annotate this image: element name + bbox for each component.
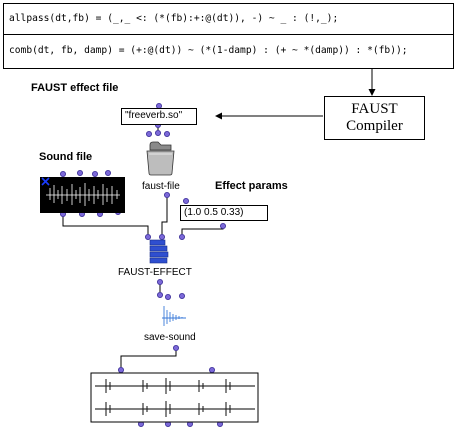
cord-save-to-output — [120, 348, 177, 370]
close-icon[interactable] — [41, 177, 50, 186]
waveform-icon[interactable] — [162, 306, 186, 326]
code-divider — [4, 34, 453, 35]
compiler-label-line2: Compiler — [346, 118, 403, 134]
faust-file-label: faust-file — [142, 181, 180, 192]
cord-file-to-effect — [161, 195, 168, 237]
code-line-comb: comb(dt, fb, damp) = (+:@(dt)) ~ (*(1-da… — [9, 45, 408, 56]
filename-box[interactable]: "freeverb.so" — [121, 108, 197, 125]
output-sound-waveform[interactable] — [90, 372, 259, 423]
faust-effect-file-heading: FAUST effect file — [31, 82, 119, 94]
sound-file-heading: Sound file — [39, 151, 93, 163]
stack-icon[interactable] — [149, 239, 169, 264]
input-sound-waveform[interactable] — [40, 177, 125, 213]
cord-params-to-effect — [181, 226, 224, 237]
folder-icon[interactable] — [146, 141, 175, 176]
faust-compiler-box: FAUST Compiler — [324, 96, 425, 140]
faust-effect-label: FAUST-EFFECT — [118, 267, 192, 278]
effect-params-heading: Effect params — [215, 180, 288, 192]
port-dots[interactable] — [60, 103, 226, 427]
effect-params-box[interactable]: (1.0 0.5 0.33) — [180, 205, 268, 221]
compiler-label-line1: FAUST — [351, 101, 398, 117]
save-sound-label: save-sound — [144, 332, 196, 343]
cord-sound-to-effect — [62, 214, 149, 237]
faust-code-box[interactable]: allpass(dt,fb) = (_,_ <: (*(fb):+:@(dt))… — [3, 3, 454, 69]
code-line-allpass: allpass(dt,fb) = (_,_ <: (*(fb):+:@(dt))… — [9, 13, 339, 24]
